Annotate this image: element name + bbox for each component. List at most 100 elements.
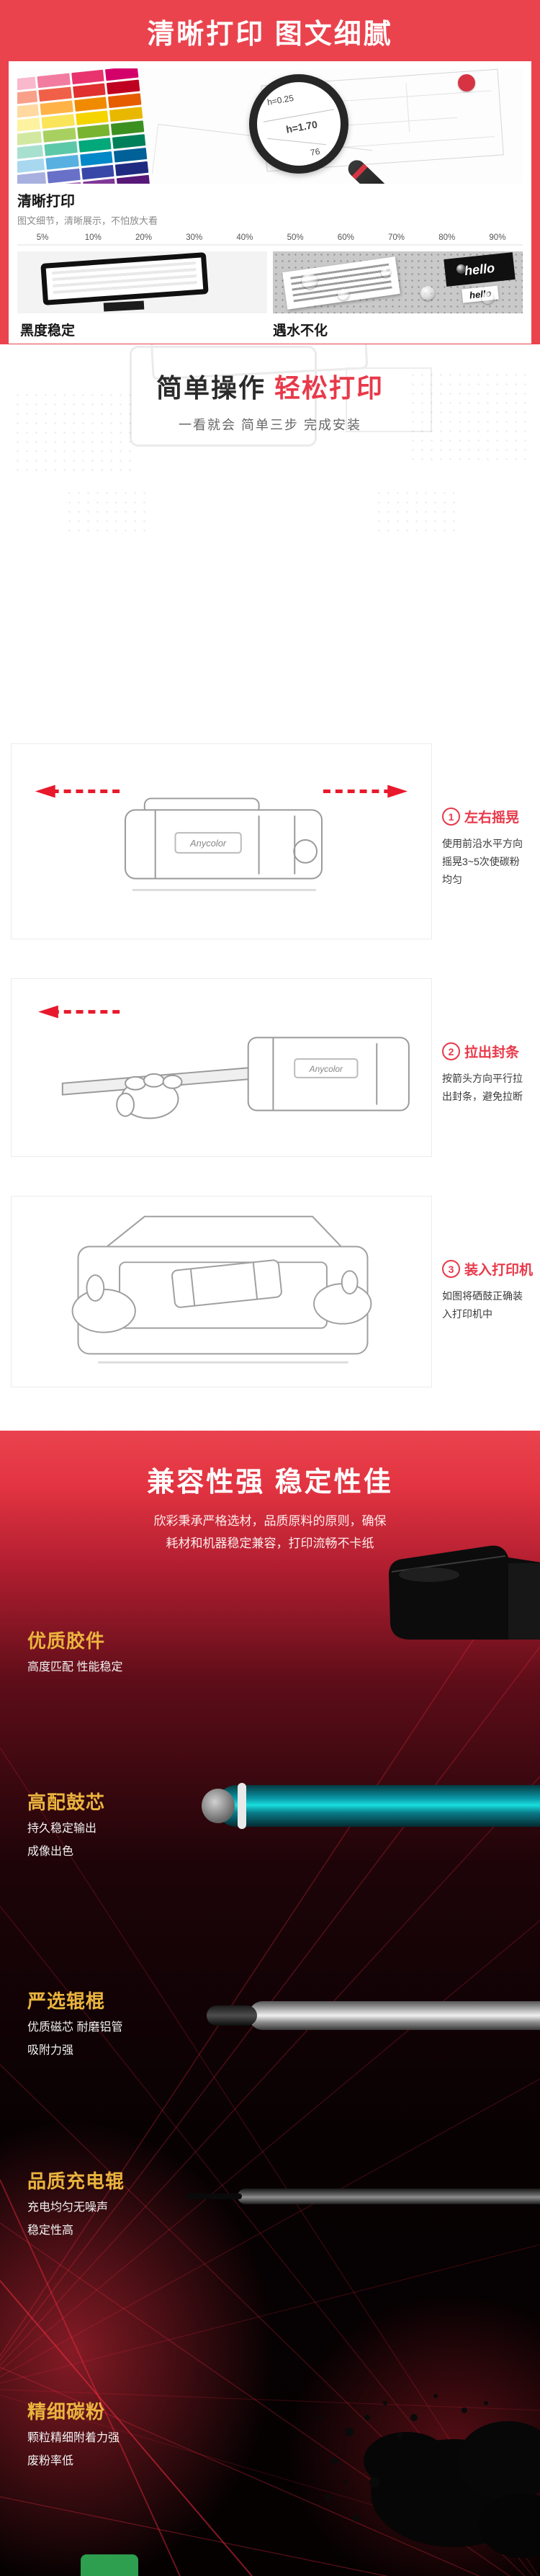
- description-line: 欣彩秉承严格选材，品质原料的原则，确保: [153, 1514, 387, 1528]
- step-2-row: Anycolor 2 拉出封条 按箭头方向平行拉出封条，避免拉断: [11, 978, 540, 1157]
- step-3-row: 3 装入打印机 如图将硒鼓正确装入打印机中: [11, 1196, 540, 1387]
- step-1-info: 1 左右摇晃 使用前沿水平方向摇晃3~5次使碳粉均匀: [432, 743, 529, 939]
- caption-title: 黑度稳定: [20, 323, 76, 339]
- grayscale-gradient-bar: [17, 244, 523, 246]
- waterproof-caption: 遇水不化 防晕染，耐褪色: [270, 320, 523, 344]
- color-swatch: [37, 73, 71, 89]
- installation-steps: Anycolor 1 左右摇晃 使用前沿水平方向摇晃3~5次使碳粉均匀: [0, 743, 540, 1387]
- color-swatch: [41, 114, 75, 129]
- color-swatch: [17, 145, 43, 160]
- step-name: 左右摇晃: [464, 810, 520, 826]
- next-section-badge: [81, 2554, 138, 2576]
- color-swatch: [109, 107, 143, 122]
- print-samples: hello hello: [17, 251, 523, 313]
- caption-title: 遇水不化: [273, 323, 328, 339]
- component-name: 高配鼓芯: [27, 1792, 106, 1813]
- dot-grid-decoration: [65, 488, 151, 532]
- color-swatch: [45, 154, 79, 170]
- scale-label: 70%: [388, 233, 405, 242]
- color-swatch: [78, 138, 112, 153]
- step-name: 装入打印机: [464, 1263, 534, 1278]
- step-2-description: 按箭头方向平行拉出封条，避免拉断: [442, 1073, 523, 1103]
- step-3-title: 3 装入打印机: [442, 1259, 533, 1279]
- charging-roller-axle: [186, 2193, 242, 2199]
- color-swatch: [71, 69, 104, 85]
- step-1-row: Anycolor 1 左右摇晃 使用前沿水平方向摇晃3~5次使碳粉均匀: [11, 743, 540, 939]
- water-drop: [381, 267, 391, 277]
- description-line: 耗材和机器稳定兼容，打印流畅不卡纸: [166, 1536, 374, 1550]
- drum-flange: [238, 1783, 246, 1829]
- brand-label: Anycolor: [309, 1064, 343, 1074]
- step-1-description: 使用前沿水平方向摇晃3~5次使碳粉均匀: [442, 838, 523, 886]
- step-name: 拉出封条: [464, 1045, 520, 1060]
- color-swatch-fan: [17, 68, 150, 184]
- component-description: 成像出色: [27, 1846, 74, 1858]
- section3-title: 兼容性强 稳定性佳: [147, 1467, 393, 1498]
- roller-tip: [207, 2005, 257, 2026]
- step-3-info: 3 装入打印机 如图将硒鼓正确装入打印机中: [432, 1196, 533, 1387]
- component-name: 严选辊棍: [27, 1990, 106, 2012]
- component-description: 优质磁芯 耐磨铝管: [27, 2021, 123, 2034]
- scale-label: 20%: [135, 233, 153, 242]
- section2-title: 简单操作 轻松打印: [0, 367, 540, 405]
- component-description: 废粉率低: [27, 2455, 74, 2467]
- component-drum-core: 高配鼓芯 持久稳定输出 成像出色: [27, 1788, 105, 1861]
- title-dark: 简单操作: [156, 373, 266, 403]
- component-roller: 严选辊棍 优质磁芯 耐磨铝管 吸附力强: [27, 1987, 122, 2060]
- grayscale-percentage-labels: 5% 10% 20% 30% 40% 50% 60% 70% 80% 90%: [17, 233, 523, 242]
- installation-section: 简单操作 轻松打印 一看就会 简单三步 完成安装: [0, 344, 540, 1431]
- magnetic-roller-image: [207, 2001, 540, 2030]
- component-charging-roller: 品质充电辊 充电均匀无噪声 稳定性高: [27, 2167, 125, 2240]
- charging-roller-image: [186, 2188, 540, 2204]
- section3-description: 欣彩秉承严格选材，品质原料的原则，确保 耗材和机器稳定兼容，打印流畅不卡纸: [0, 1511, 540, 1555]
- component-description: 充电均匀无噪声: [27, 2201, 109, 2214]
- magnifier-label: h=1.70: [284, 118, 319, 135]
- drum-gear-cap: [202, 1789, 235, 1823]
- feature-title: 清晰打印: [17, 194, 75, 210]
- step-2-info: 2 拉出封条 按箭头方向平行拉出封条，避免拉断: [432, 978, 529, 1157]
- color-swatch: [108, 93, 142, 109]
- step-1-illustration: Anycolor: [11, 743, 432, 939]
- color-swatch: [17, 158, 45, 174]
- compatibility-section: 兼容性强 稳定性佳 欣彩秉承严格选材，品质原料的原则，确保 耗材和机器稳定兼容，…: [0, 1431, 540, 2576]
- color-swatch: [105, 68, 139, 81]
- color-swatch: [81, 164, 114, 180]
- color-swatch: [44, 141, 78, 156]
- caption-description: 黑度适中，不重影: [20, 342, 270, 344]
- step-number-icon: 2: [442, 1042, 460, 1060]
- dot-grid-decoration: [374, 488, 461, 532]
- caption-description: 防晕染，耐褪色: [273, 342, 523, 344]
- component-description: 稳定性高: [27, 2224, 74, 2237]
- color-swatch: [76, 124, 110, 139]
- toner-powder-image: [318, 2394, 540, 2558]
- color-swatch: [115, 161, 149, 176]
- color-swatch: [17, 104, 39, 119]
- step-number-icon: 3: [442, 1260, 460, 1278]
- color-swatch: [17, 131, 42, 146]
- step-number-icon: 1: [442, 808, 460, 826]
- step-2-illustration: Anycolor: [11, 978, 432, 1157]
- wet-paper: [282, 256, 400, 310]
- step-1-title: 1 左右摇晃: [442, 807, 529, 826]
- magnifier-label: h=0.25: [266, 92, 294, 108]
- magnifier-icon: h=0.25 h=1.70 76: [249, 74, 418, 184]
- black-density-sample-image: [17, 251, 267, 313]
- toner-cartridge-image: [382, 1530, 540, 1654]
- scale-label: 60%: [337, 233, 354, 242]
- color-swatch: [17, 171, 46, 184]
- color-swatch: [72, 83, 106, 99]
- pull-seal-drawing: Anycolor: [38, 1005, 410, 1119]
- step-3-description: 如图将硒鼓正确装入打印机中: [442, 1290, 523, 1320]
- print-test-frame: [40, 252, 209, 305]
- color-swatch: [47, 168, 81, 184]
- section2-subtitle: 一看就会 简单三步 完成安装: [178, 418, 361, 432]
- scale-label: 90%: [489, 233, 506, 242]
- color-swatch: [38, 86, 72, 102]
- waterproof-sample-image: hello hello: [273, 251, 523, 313]
- feature-description: 图文细节，清晰展示，不怕放大看: [17, 215, 158, 226]
- magnifier-label: 76: [309, 146, 321, 158]
- color-swatch: [111, 120, 145, 135]
- scale-label: 30%: [186, 233, 203, 242]
- water-drop: [482, 292, 494, 304]
